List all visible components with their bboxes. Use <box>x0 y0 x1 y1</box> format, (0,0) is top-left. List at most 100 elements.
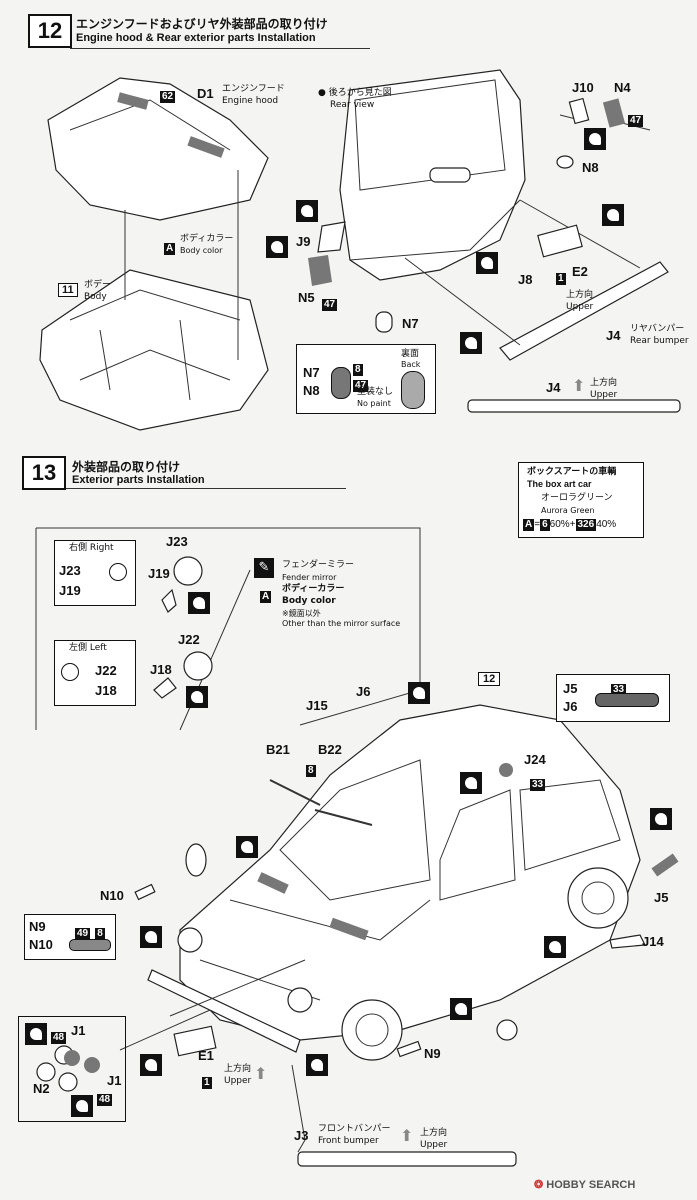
cement-icon <box>266 236 288 258</box>
upper-en-13a: Upper <box>224 1076 252 1086</box>
part-n10: N10 <box>100 888 124 903</box>
cement-icon <box>140 926 162 948</box>
mirror-except-jp: ※鏡面以外 <box>282 609 321 618</box>
hood-color-badge: 62 <box>160 91 176 103</box>
part-e2: E2 <box>572 264 588 279</box>
part-j8: J8 <box>518 272 533 287</box>
paint-drop-icon: ✎ <box>254 558 274 578</box>
n7-n8-inset: N7 N8 8 47 塗装なし No paint 裏面 Back <box>296 344 436 414</box>
j4-bar-drawing <box>467 399 681 413</box>
cement-icon <box>476 252 498 274</box>
upper-jp-13b: 上方向 <box>420 1128 448 1138</box>
body-drawing <box>39 269 269 431</box>
part-j14: J14 <box>642 934 664 949</box>
part-j22: J22 <box>178 632 200 647</box>
step-12-number: 12 <box>28 14 72 48</box>
hood-part-label: D1 <box>197 86 214 101</box>
watermark-logo: ❂ HOBBY SEARCH <box>534 1179 636 1191</box>
step-13-title-jp: 外装部品の取り付け <box>72 460 181 474</box>
arrow-up-icon: ⬆ <box>572 376 586 395</box>
body-ref: 11 <box>58 283 78 297</box>
cement-icon <box>450 998 472 1020</box>
body-color-marker: A <box>164 243 176 255</box>
mirror-en: Fender mirror <box>282 573 337 582</box>
mirror-color-jp: ボディーカラー <box>282 584 345 594</box>
cement-icon <box>460 332 482 354</box>
rear-bumper-jp: リヤバンパー <box>630 324 685 334</box>
ref-12: 12 <box>478 672 501 686</box>
part-j15: J15 <box>306 698 328 713</box>
rear-bumper-drawing <box>499 261 669 361</box>
part-j6: J6 <box>356 684 371 699</box>
j24-badge: 33 <box>530 779 546 791</box>
mirror-color-marker: A <box>260 591 272 603</box>
n4-badge: 47 <box>628 115 644 127</box>
front-bumper-jp: フロントバンパー <box>318 1124 391 1134</box>
front-bumper-en: Front bumper <box>318 1136 379 1146</box>
cement-icon <box>236 836 258 858</box>
front-bumper-drawing <box>147 969 301 1053</box>
part-j3: J3 <box>294 1128 309 1143</box>
part-n7: N7 <box>402 316 419 331</box>
box-art-info: ボックスアートの車輌 The box art car オーロラグリーン Auro… <box>518 462 644 538</box>
part-n9: N9 <box>424 1046 441 1061</box>
engine-hood-drawing <box>47 77 269 221</box>
n5-badge: 47 <box>322 299 338 311</box>
part-n4: N4 <box>614 80 631 95</box>
cement-icon <box>460 772 482 794</box>
upper-jp-12a: 上方向 <box>566 290 594 300</box>
arrow-up-icon: ⬆ <box>254 1064 268 1083</box>
part-j9: J9 <box>296 234 311 249</box>
body-color-en: Body color <box>180 246 223 255</box>
hood-label-en: Engine hood <box>222 96 279 106</box>
part-b21: B21 <box>266 742 290 757</box>
part-j24: J24 <box>524 752 546 767</box>
step-13-number: 13 <box>22 456 66 490</box>
upper-en-12a: Upper <box>566 302 594 312</box>
step-13-title-en: Exterior parts Installation <box>72 474 205 486</box>
step-12-title-en: Engine hood & Rear exterior parts Instal… <box>76 32 316 44</box>
cement-icon <box>306 1054 328 1076</box>
rear-bumper-en: Rear bumper <box>630 336 689 346</box>
arrow-up-icon: ⬆ <box>400 1126 414 1145</box>
cement-icon <box>544 936 566 958</box>
upper-en-13b: Upper <box>420 1140 448 1150</box>
e1-badge: 1 <box>202 1077 212 1089</box>
cement-icon <box>188 592 210 614</box>
step-12-title-jp: エンジンフードおよびリヤ外装部品の取り付け <box>76 17 328 31</box>
mirror-color-en: Body color <box>282 596 336 606</box>
body-label-en: Body <box>84 292 107 302</box>
part-j4-bar: J4 <box>546 380 561 395</box>
part-n8: N8 <box>582 160 599 175</box>
mirror-jp: フェンダーミラー <box>282 560 355 570</box>
body-label-jp: ボデー <box>84 280 112 290</box>
cement-icon <box>584 128 606 150</box>
part-j19: J19 <box>148 566 170 581</box>
e2-badge: 1 <box>556 273 566 285</box>
cement-icon <box>650 808 672 830</box>
cement-icon <box>140 1054 162 1076</box>
n9-n10-box: N9 N10 49 8 <box>24 914 116 960</box>
j5-j6-box: J5 J6 33 <box>556 674 670 722</box>
upper-en-12b: Upper <box>590 390 618 400</box>
mirror-except-en: Other than the mirror surface <box>282 619 401 628</box>
left-side-box: 左側 Left J22 J18 <box>54 640 136 706</box>
right-side-box: 右側 Right J23 J19 <box>54 540 136 606</box>
j1-box: 48 J1 N2 J1 48 <box>18 1016 126 1122</box>
part-n5: N5 <box>298 290 315 305</box>
cement-icon <box>296 200 318 222</box>
rear-view-jp: ● 後ろから見た図 <box>318 88 392 98</box>
part-e1: E1 <box>198 1048 214 1063</box>
rear-view-en: Rear view <box>330 100 375 110</box>
part-b22: B22 <box>318 742 342 757</box>
hood-label-jp: エンジンフード <box>222 84 285 94</box>
cement-icon <box>408 682 430 704</box>
j3-bar-drawing <box>297 1151 517 1167</box>
cement-icon <box>602 204 624 226</box>
part-j5: J5 <box>654 890 669 905</box>
part-j10: J10 <box>572 80 594 95</box>
car-drawing <box>179 704 641 1041</box>
wiper-badge: 8 <box>306 765 316 777</box>
upper-jp-13a: 上方向 <box>224 1064 252 1074</box>
part-j4: J4 <box>606 328 621 343</box>
